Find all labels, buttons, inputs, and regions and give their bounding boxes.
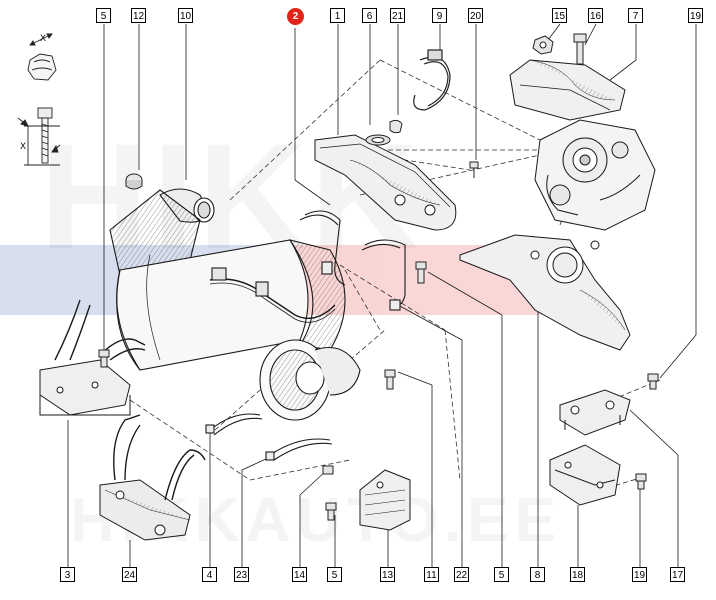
plug-part-12 (125, 173, 143, 190)
callout-16: 16 (588, 8, 603, 23)
nut-dimension-label: X (40, 33, 46, 43)
callout-8: 8 (530, 567, 545, 582)
callout-6: 6 (362, 8, 377, 23)
callout-19-top: 19 (688, 8, 703, 23)
nut-part-15 (532, 35, 554, 55)
bolt-part-5-lower (325, 502, 337, 521)
nut-dimension-icon (27, 33, 57, 81)
callout-9: 9 (432, 8, 447, 23)
strap-part-23 (265, 438, 333, 461)
stud-part-16 (573, 33, 587, 65)
heat-shield-part-1 (314, 134, 457, 231)
bracket-part-17 (559, 389, 631, 436)
callout-4: 4 (202, 567, 217, 582)
callout-20: 20 (468, 8, 483, 23)
lower-bracket-part-24 (99, 414, 206, 541)
callout-5-bottom-a: 5 (327, 567, 342, 582)
callout-21: 21 (390, 8, 405, 23)
bolt-part-19-upper (647, 373, 659, 390)
callout-19-bottom: 19 (632, 567, 647, 582)
callout-12: 12 (131, 8, 146, 23)
callout-5-top: 5 (96, 8, 111, 23)
callout-1: 1 (330, 8, 345, 23)
leader-lines (67, 23, 697, 575)
bolt-part-5-left (98, 349, 110, 368)
bracket-part-18 (549, 444, 621, 506)
bracket-part-22 (299, 210, 346, 286)
turbocharger-assembly (534, 119, 656, 231)
clamp-part-9 (413, 49, 451, 111)
callout-7: 7 (628, 8, 643, 23)
bolt-dimension-icon (17, 107, 61, 166)
bolt-part-5-upper (415, 261, 427, 284)
particulate-filter-part-10 (109, 188, 361, 421)
strap-part-4 (205, 413, 263, 436)
nut-part-14 (322, 465, 334, 475)
callout-15: 15 (552, 8, 567, 23)
shield-part-13 (359, 469, 411, 531)
callout-5-bottom-b: 5 (494, 567, 509, 582)
callout-23: 23 (234, 567, 249, 582)
callout-22: 22 (454, 567, 469, 582)
gasket-part-6 (365, 134, 391, 146)
callout-11: 11 (424, 567, 439, 582)
bolt-part-11 (384, 369, 396, 390)
callout-13: 13 (380, 567, 395, 582)
bracket-part-5 (361, 239, 406, 311)
turbo-heat-shield-part-7 (509, 59, 626, 121)
bolt-dimension-label: X (20, 141, 26, 151)
bolt-part-20 (469, 161, 479, 178)
callout-2-highlight: 2 (287, 8, 304, 25)
flange-shield-part-8 (459, 234, 631, 351)
callout-3: 3 (60, 567, 75, 582)
callout-24: 24 (122, 567, 137, 582)
hanger-bracket-part-3 (39, 299, 146, 416)
callout-17: 17 (670, 567, 685, 582)
clip-part-21 (389, 119, 403, 134)
callout-18: 18 (570, 567, 585, 582)
callout-10: 10 (178, 8, 193, 23)
callout-14: 14 (292, 567, 307, 582)
bolt-part-19-lower (635, 473, 647, 490)
